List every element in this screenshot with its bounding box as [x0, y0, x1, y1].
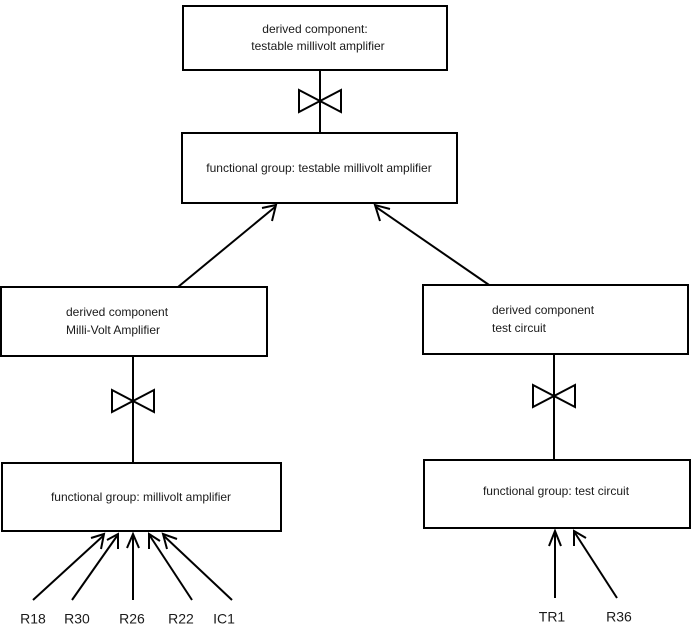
edge-leaf-r22-line	[149, 535, 193, 601]
node-left-derived-component[interactable]: derived component Milli-Volt Amplifier	[0, 286, 268, 357]
open-arrowhead-left-to-top	[261, 203, 278, 222]
edge-leaf-r36-line	[574, 532, 618, 599]
open-arrowhead-r22	[148, 532, 161, 549]
edge-leaf-r30	[71, 532, 119, 601]
edge-leaf-r30-line	[71, 535, 118, 601]
edge-leaf-tr1	[548, 528, 562, 598]
edge-left-derived-to-top-functional-line	[177, 206, 276, 288]
node-right-derived-component-line2: test circuit	[492, 321, 547, 335]
leaf-label-r22: R22	[168, 611, 194, 627]
node-left-functional-group[interactable]: functional group: millivolt amplifier	[1, 462, 282, 532]
edge-leaf-ic1-line	[163, 535, 233, 601]
edge-leaf-ic1	[161, 532, 233, 601]
node-top-functional-group-border	[181, 132, 458, 204]
bowtie-refinement-symbol-right	[532, 383, 576, 409]
bowtie-refinement-symbol-left	[111, 388, 155, 414]
node-right-functional-group-label: functional group: test circuit	[483, 484, 630, 498]
node-top-derived-component-line1: derived component:	[262, 22, 367, 36]
edge-leaf-r18	[32, 532, 106, 601]
node-left-derived-component-line1: derived component	[66, 305, 169, 319]
leaf-label-r26: R26	[119, 611, 145, 627]
node-top-functional-group[interactable]: functional group: testable millivolt amp…	[181, 132, 458, 204]
node-right-derived-component-border	[422, 284, 689, 355]
open-arrowhead-tr1	[548, 528, 562, 547]
edge-right-derived-to-top-functional-line	[375, 206, 493, 288]
node-top-derived-component[interactable]: derived component: testable millivolt am…	[182, 5, 448, 71]
edge-right-derived-to-top-functional	[373, 203, 493, 288]
edge-leaf-r26	[126, 531, 140, 600]
edge-leaf-r22	[148, 532, 193, 601]
bowtie-refinement-symbol-top	[298, 88, 342, 114]
leaf-label-ic1: IC1	[213, 611, 235, 627]
open-arrowhead-r30	[106, 532, 119, 549]
node-right-derived-component[interactable]: derived component test circuit	[422, 284, 689, 355]
leaf-label-r18: R18	[20, 611, 46, 627]
node-right-functional-group[interactable]: functional group: test circuit	[423, 459, 691, 529]
leaf-label-r30: R30	[64, 611, 90, 627]
edge-left-derived-to-top-functional	[177, 203, 278, 288]
node-left-derived-component-line2: Milli-Volt Amplifier	[66, 323, 160, 337]
edge-leaf-r18-line	[32, 535, 104, 601]
open-arrowhead-r18	[90, 532, 106, 550]
node-top-derived-component-line2: testable millivolt amplifier	[251, 39, 384, 53]
node-left-functional-group-label: functional group: millivolt amplifier	[51, 490, 231, 504]
leaf-label-r36: R36	[606, 609, 632, 625]
node-left-functional-group-border	[1, 462, 282, 532]
open-arrowhead-r26	[126, 531, 140, 549]
node-top-derived-component-border	[182, 5, 448, 71]
node-top-functional-group-label: functional group: testable millivolt amp…	[206, 161, 431, 175]
edge-leaf-r36	[573, 529, 618, 599]
open-arrowhead-ic1	[161, 532, 178, 550]
open-arrowhead-r36	[573, 529, 587, 546]
node-right-derived-component-line1: derived component	[492, 303, 595, 317]
node-left-derived-component-border	[0, 286, 268, 357]
node-right-functional-group-border	[423, 459, 691, 529]
leaf-label-tr1: TR1	[539, 609, 566, 625]
open-arrowhead-right-to-top	[373, 203, 391, 222]
